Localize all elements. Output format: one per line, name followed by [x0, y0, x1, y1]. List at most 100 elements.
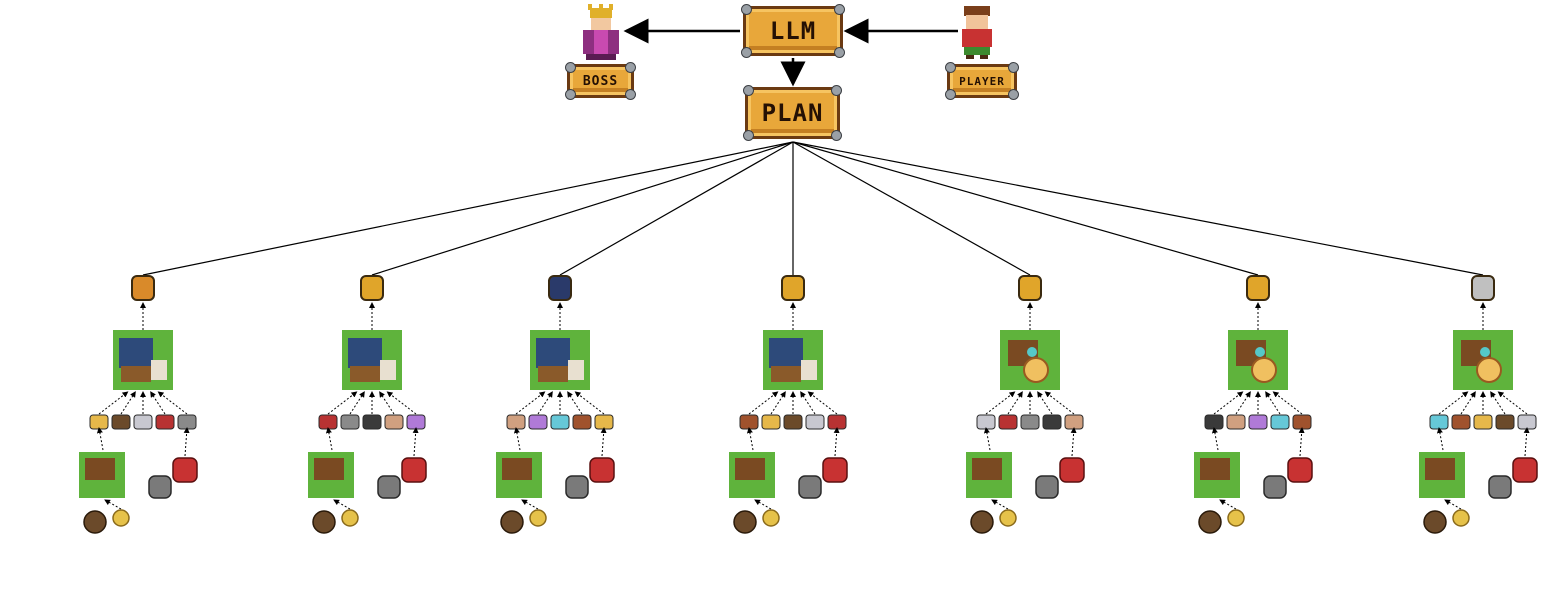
- monster-icon: [822, 457, 848, 483]
- sub-edge: [1211, 427, 1219, 451]
- sub-edge: [983, 427, 991, 451]
- ingredient-item: [1517, 414, 1537, 430]
- ingredient-edge: [1460, 391, 1476, 415]
- ring-icon: [1246, 275, 1270, 301]
- plan-label: PLAN: [761, 99, 824, 127]
- stone-golem-icon: [1488, 475, 1512, 499]
- ingredient-item: [111, 414, 131, 430]
- crafting-tree: [729, 275, 848, 534]
- stone-golem-icon: [148, 475, 172, 499]
- monster-edge: [1298, 427, 1305, 457]
- crafting-tree: [966, 275, 1085, 534]
- llm-sign: LLM: [741, 4, 845, 58]
- forge-roof: [119, 338, 153, 368]
- sub-edge: [325, 427, 333, 451]
- ingredient-item: [1042, 414, 1062, 430]
- golem: [380, 360, 396, 380]
- ingredient-edge: [800, 391, 816, 415]
- gold-nuggets: [112, 509, 130, 527]
- ingredient-item: [340, 414, 360, 430]
- gold-nuggets: [999, 509, 1017, 527]
- monster-edge: [412, 427, 419, 457]
- ingredient-item: [1495, 414, 1515, 430]
- boots-icon: [781, 275, 805, 301]
- ingredient-item: [1292, 414, 1312, 430]
- golem: [801, 360, 817, 380]
- amulet-icon: [1018, 275, 1042, 301]
- ore-rock: [970, 510, 994, 534]
- ingredient-item: [572, 414, 592, 430]
- shield-icon: [131, 275, 155, 301]
- ingredient-item: [506, 414, 526, 430]
- ingredient-item: [805, 414, 825, 430]
- ingredient-item: [1064, 414, 1084, 430]
- crystal-orb: [1480, 347, 1490, 357]
- crafting-tree: [1419, 275, 1538, 534]
- stone-golem-icon: [798, 475, 822, 499]
- ore-rock: [733, 510, 757, 534]
- ingredient-edge: [120, 391, 136, 415]
- ingredient-item: [1473, 414, 1493, 430]
- ore-rock: [312, 510, 336, 534]
- gold-armor-icon: [360, 275, 384, 301]
- ingredient-edge: [379, 391, 395, 415]
- crafting-tree: [1194, 275, 1313, 534]
- ingredient-edge: [567, 391, 583, 415]
- ingredient-item: [1429, 414, 1449, 430]
- ingredient-edge: [150, 391, 166, 415]
- cauldron: [1023, 357, 1049, 383]
- ingredient-edge: [1007, 391, 1023, 415]
- boss-sign: BOSS: [565, 62, 636, 100]
- ingredient-item: [155, 414, 175, 430]
- sub-workshop-hut: [735, 458, 765, 480]
- resource-edge: [521, 499, 539, 510]
- ingredient-item: [783, 414, 803, 430]
- gold-nuggets: [1227, 509, 1245, 527]
- sub-workshop-hut: [502, 458, 532, 480]
- plan-sign: PLAN: [743, 85, 842, 141]
- crafting-tree: [308, 275, 427, 534]
- boss-label: BOSS: [582, 73, 619, 89]
- sub-workshop-hut: [972, 458, 1002, 480]
- ingredient-edge: [1265, 391, 1281, 415]
- monster-icon: [1287, 457, 1313, 483]
- sub-workshop-hut: [314, 458, 344, 480]
- player-label: PLAYER: [959, 74, 1005, 88]
- player-sign: PLAYER: [945, 62, 1019, 100]
- ore-rock: [1423, 510, 1447, 534]
- cauldron: [1476, 357, 1502, 383]
- stone-golem-icon: [1035, 475, 1059, 499]
- plan-edge: [792, 141, 1484, 276]
- gold-nuggets: [1452, 509, 1470, 527]
- ingredient-item: [550, 414, 570, 430]
- player-sprite: [962, 6, 992, 59]
- ingredient-item: [761, 414, 781, 430]
- ingredient-edge: [1235, 391, 1251, 415]
- plan-edge: [792, 141, 1031, 276]
- gold-nuggets: [529, 509, 547, 527]
- ingredient-item: [89, 414, 109, 430]
- plan-edge: [142, 141, 794, 276]
- forge-roof: [769, 338, 803, 368]
- crystal-orb: [1027, 347, 1037, 357]
- crafting-tree: [496, 275, 615, 534]
- ingredient-edge: [1037, 391, 1053, 415]
- resource-edge: [1219, 499, 1237, 510]
- stone-golem-icon: [1263, 475, 1287, 499]
- sub-edge: [513, 427, 521, 451]
- plan-edge: [371, 141, 794, 276]
- forge-wall: [771, 366, 801, 382]
- stone-golem-icon: [377, 475, 401, 499]
- resource-edge: [754, 499, 772, 510]
- ingredient-item: [133, 414, 153, 430]
- monster-edge: [600, 427, 607, 457]
- ingredient-item: [528, 414, 548, 430]
- ore-rock: [83, 510, 107, 534]
- gold-nuggets: [341, 509, 359, 527]
- ingredient-item: [406, 414, 426, 430]
- ingredient-item: [1451, 414, 1471, 430]
- ore-rock: [1198, 510, 1222, 534]
- sub-edge: [1436, 427, 1444, 451]
- resource-edge: [991, 499, 1009, 510]
